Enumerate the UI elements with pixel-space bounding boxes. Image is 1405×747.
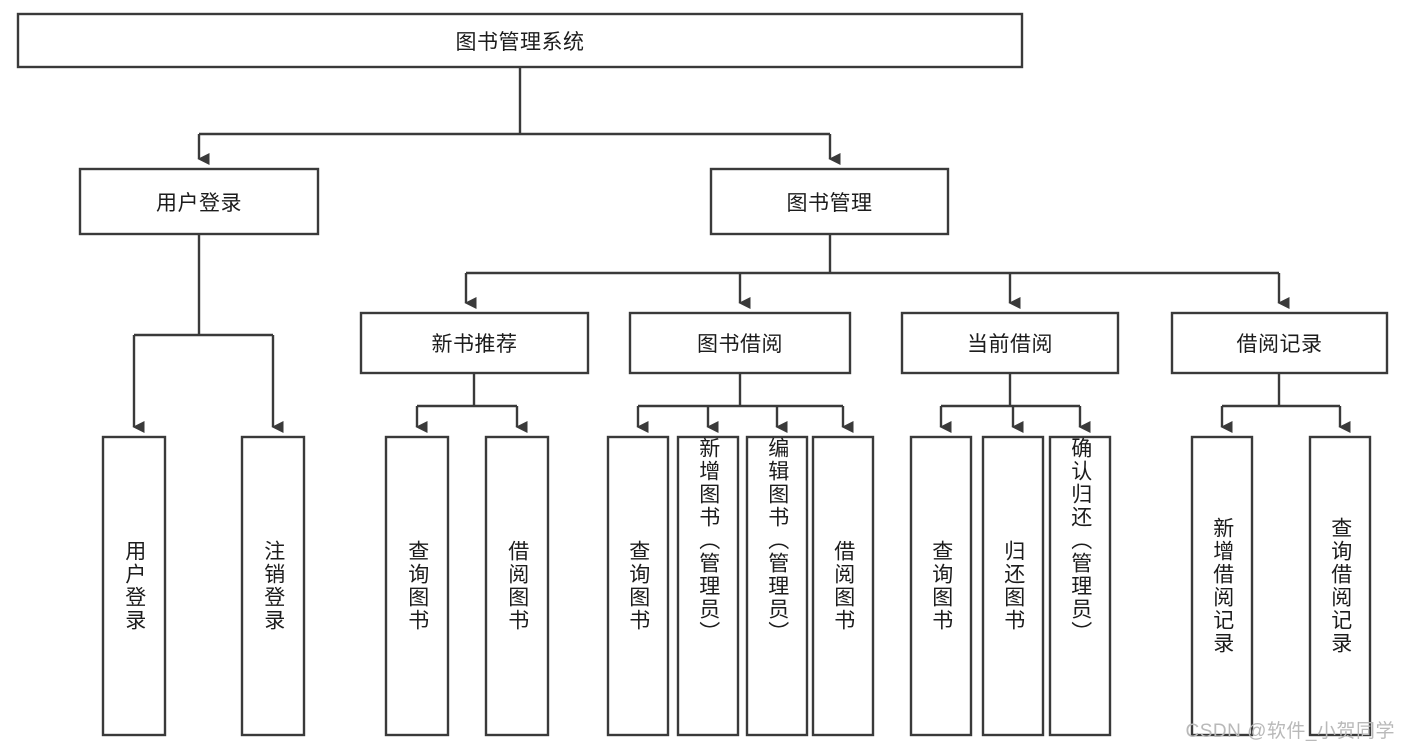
node-box-user-login[interactable] [78, 167, 320, 236]
node-box-leaf-add-record[interactable] [1190, 435, 1254, 737]
node-box-leaf-query-book-3[interactable] [909, 435, 973, 737]
node-box-current-borrow[interactable] [900, 311, 1120, 375]
node-box-leaf-borrow-book-2[interactable] [811, 435, 875, 737]
node-box-borrow-record[interactable] [1170, 311, 1389, 375]
node-box-leaf-return-book[interactable] [981, 435, 1045, 737]
node-box-leaf-query-book-1[interactable] [384, 435, 450, 737]
node-box-new-book-recommend[interactable] [359, 311, 590, 375]
node-box-leaf-user-logout[interactable] [240, 435, 306, 737]
connector-borrow-record-to-leaves [1220, 373, 1351, 433]
node-box-leaf-borrow-book-1[interactable] [484, 435, 550, 737]
node-box-leaf-user-login[interactable] [101, 435, 167, 737]
node-box-leaf-edit-book[interactable] [745, 435, 809, 737]
node-box-leaf-add-book[interactable] [676, 435, 740, 737]
connector-book-management-to-level3 [464, 234, 1290, 309]
node-box-root[interactable] [16, 12, 1024, 69]
node-box-leaf-query-record[interactable] [1308, 435, 1372, 737]
node-box-book-borrow[interactable] [628, 311, 852, 375]
connector-current-borrow-to-leaves [939, 373, 1091, 433]
connector-user-login-to-leaves [132, 234, 284, 433]
connector-root-to-level2 [197, 67, 841, 165]
node-boxes-layer [16, 12, 1389, 737]
node-box-book-management[interactable] [709, 167, 950, 236]
node-box-leaf-query-book-2[interactable] [606, 435, 670, 737]
connector-new-book-recommend-to-leaves [415, 373, 528, 433]
connector-book-borrow-to-leaves [636, 373, 854, 433]
node-box-leaf-confirm-return[interactable] [1048, 435, 1112, 737]
